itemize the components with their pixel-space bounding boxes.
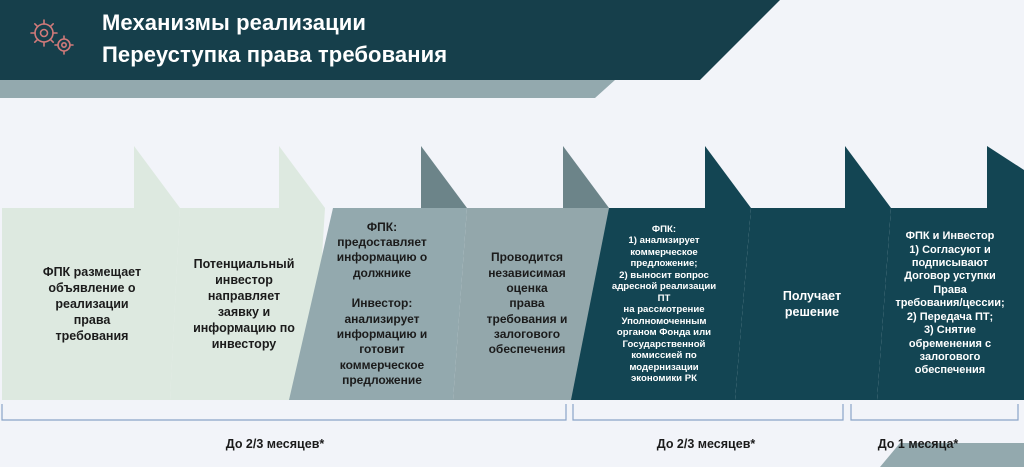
page-title-line2: Переуступка права требования (102, 42, 448, 67)
step-2-text: Потенциальный инвестор направляет заявку… (193, 257, 295, 351)
step-3-text: ФПК: предоставляет информацию о должнике… (336, 219, 428, 388)
step-6-text: Получает решение (782, 289, 842, 319)
gears-icon (30, 19, 74, 55)
timeline-label-1: До 2/3 месяцев* (225, 437, 325, 451)
step-7-box (877, 208, 1024, 400)
step-3-flag (421, 146, 467, 208)
step-6-box (735, 208, 891, 400)
step-5-box (571, 208, 751, 400)
step-4-flag (563, 146, 609, 208)
step-4-box (453, 208, 609, 400)
timeline-bracket-3 (850, 404, 1019, 421)
step-4-text: Проводится независимая оценка права треб… (486, 250, 568, 357)
timeline-bracket-2 (572, 404, 844, 421)
timeline-bracket-1 (1, 404, 567, 421)
timeline-label-2: До 2/3 месяцев* (656, 437, 756, 451)
corner-decoration (880, 443, 1024, 467)
header-panel (0, 0, 780, 80)
timeline-label-3: До 1 месяца* (877, 437, 959, 451)
step-7-flag (987, 146, 1024, 208)
step-5-text: ФПК: 1) анализирует коммерческое предлож… (611, 223, 717, 385)
step-3-box (289, 208, 467, 400)
header-band (0, 80, 615, 98)
step-6-flag (845, 146, 891, 208)
step-5-flag (705, 146, 751, 208)
step-1-text: ФПК размещает объявление о реализации пр… (42, 265, 142, 343)
step-2-flag (279, 146, 325, 208)
step-1-box (2, 208, 180, 400)
step-2-box (170, 208, 325, 400)
step-7-text: ФПК и Инвестор 1) Согласуют и подписываю… (895, 230, 1005, 377)
step-1-flag (134, 146, 180, 208)
page-title-line1: Механизмы реализации (102, 10, 366, 35)
